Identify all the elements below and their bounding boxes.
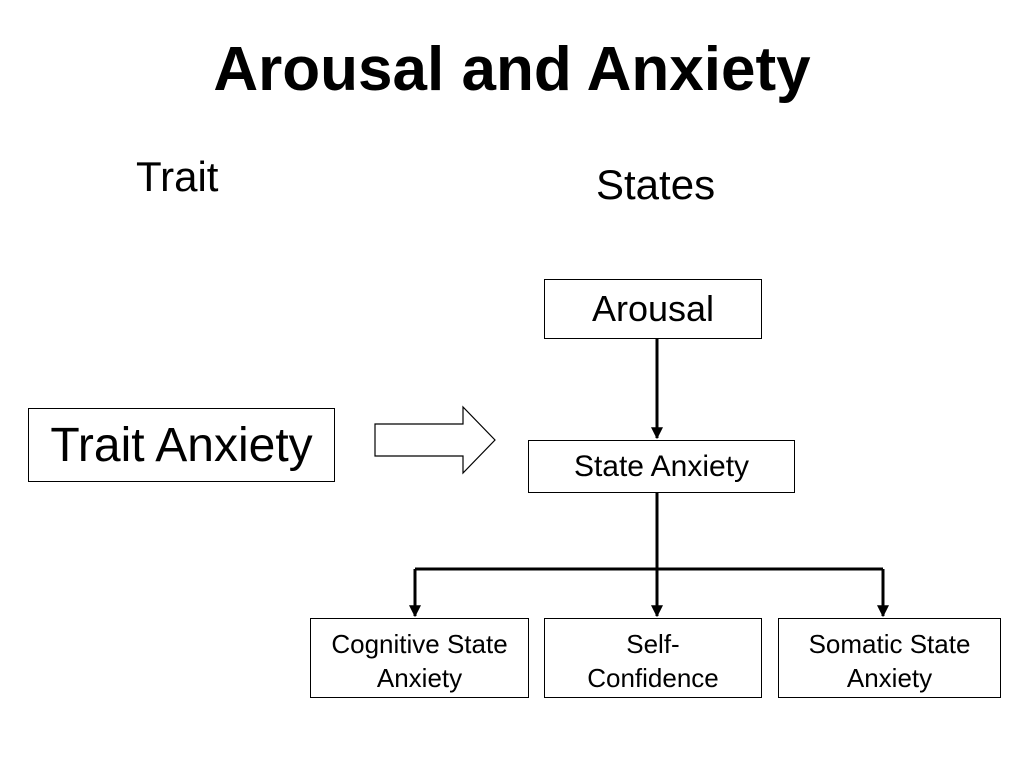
somatic-state-anxiety-box: Somatic State Anxiety <box>778 618 1001 698</box>
trait-heading: Trait <box>136 153 219 200</box>
slide-title: Arousal and Anxiety <box>213 35 811 104</box>
state-anxiety-box: State Anxiety <box>528 440 795 493</box>
cognitive-state-anxiety-box: Cognitive State Anxiety <box>310 618 529 698</box>
trait-anxiety-box: Trait Anxiety <box>28 408 335 482</box>
states-heading: States <box>596 161 716 208</box>
block-arrow-trait-to-state <box>374 405 496 475</box>
self-confidence-box: Self- Confidence <box>544 618 762 698</box>
arousal-box: Arousal <box>544 279 762 339</box>
